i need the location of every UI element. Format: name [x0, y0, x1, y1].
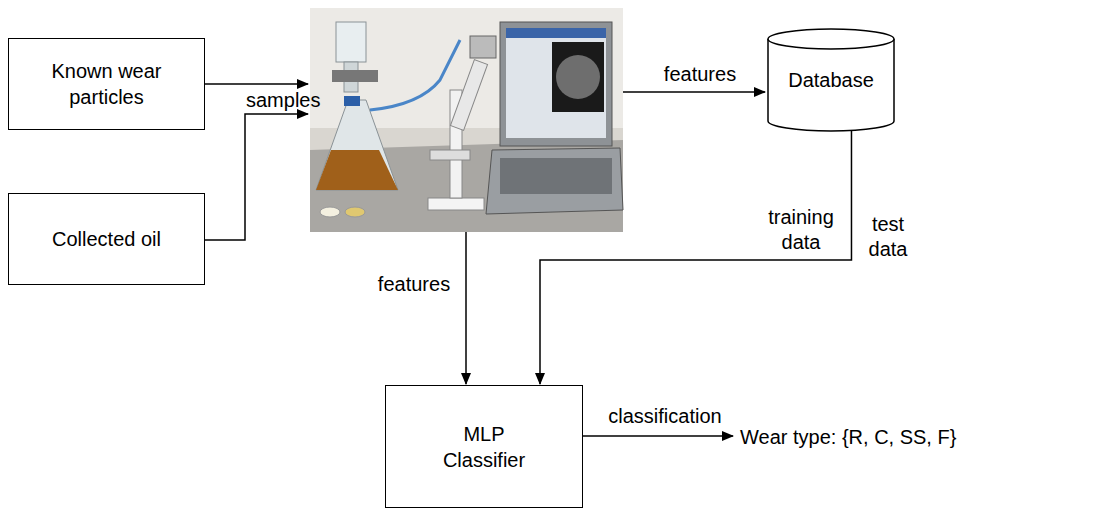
flow-label: features [655, 62, 745, 87]
node-text: MLP Classifier [428, 421, 540, 473]
database-cylinder: Database [767, 28, 895, 132]
node-text: Collected oil [46, 226, 167, 252]
flow-label: test data [858, 212, 918, 262]
feature-arrow [623, 91, 765, 93]
flow-label: classification [600, 404, 730, 429]
input-box: Known wear particles [8, 38, 205, 130]
node-text: Known wear particles [16, 58, 198, 110]
sample-arrow [205, 83, 308, 85]
classification-arrow [583, 435, 733, 437]
output-label: Wear type: {R, C, SS, F} [740, 425, 956, 450]
flow-label: samples [246, 88, 318, 113]
sample-arrow [205, 114, 308, 240]
feature-arrow [465, 232, 467, 384]
node-text: Database [782, 67, 880, 93]
data-connector [540, 131, 851, 384]
input-box: Collected oil [8, 193, 205, 285]
flow-label: features [370, 272, 458, 297]
edge-label: training data [758, 205, 844, 255]
classifier-box: MLP Classifier [385, 385, 583, 508]
lab-photo [310, 8, 623, 232]
